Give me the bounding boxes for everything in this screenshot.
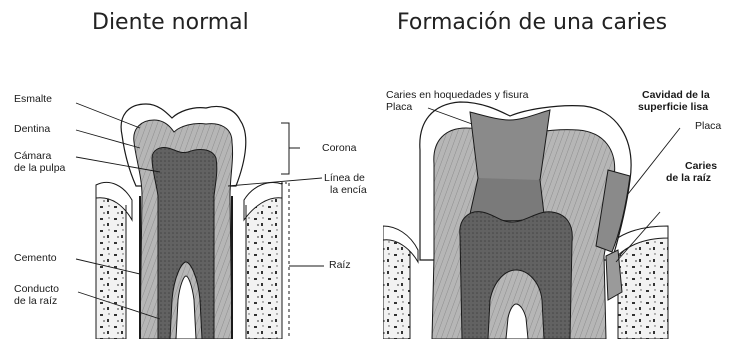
label-corona: Corona [322, 142, 356, 154]
label-conducto-2: de la raíz [14, 295, 57, 307]
label-cemento: Cemento [14, 252, 57, 264]
label-linea-2: la encía [330, 184, 367, 196]
label-caries-raiz-1: Caries [685, 160, 717, 172]
jaw-bone [96, 184, 126, 339]
label-linea-1: Línea de [324, 172, 365, 184]
label-esmalte: Esmalte [14, 93, 52, 105]
label-fisura: Caries en hoquedades y fisura [386, 89, 528, 101]
fissure-caries [470, 110, 550, 186]
label-camara-2: de la pulpa [14, 162, 65, 174]
label-dentina: Dentina [14, 123, 50, 135]
label-conducto-1: Conducto [14, 283, 59, 295]
label-camara-1: Cámara [14, 150, 51, 162]
normal-tooth [96, 104, 282, 339]
label-placa-left: Placa [386, 101, 412, 113]
label-raiz: Raíz [329, 259, 351, 271]
label-cavidad-2: superficie lisa [638, 101, 708, 113]
label-caries-raiz-2: de la raíz [666, 172, 711, 184]
caries-tooth [383, 102, 668, 339]
label-placa-right: Placa [695, 120, 721, 132]
crown-root-brackets [281, 123, 324, 339]
label-cavidad-1: Cavidad de la [642, 89, 710, 101]
